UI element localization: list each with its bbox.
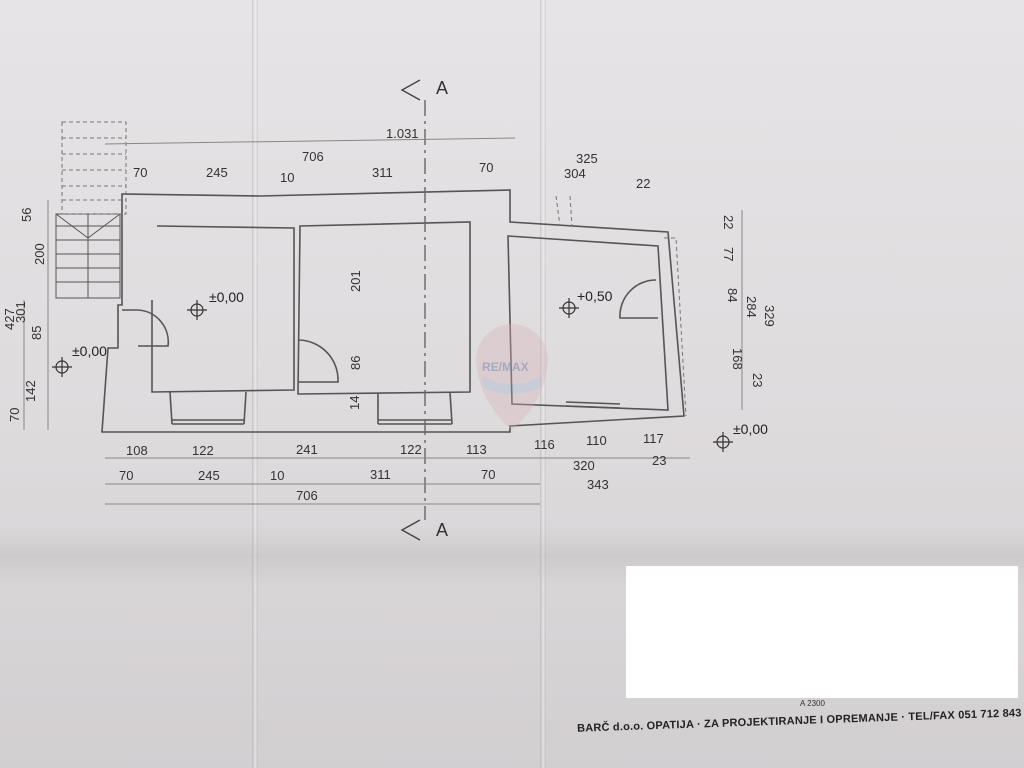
- dim-right: 23: [750, 373, 765, 388]
- room-3-walls: [507, 235, 669, 411]
- dim-top: 70: [133, 165, 148, 180]
- dim-bottom: 70: [481, 467, 496, 482]
- watermark-text: RE/MAX: [482, 360, 529, 374]
- dim-left: 85: [29, 325, 44, 340]
- dim-left: 70: [7, 407, 22, 422]
- level-label: +0,50: [577, 288, 613, 304]
- dim-bottom: 70: [119, 468, 134, 483]
- section-arrow-bottom: [400, 519, 421, 541]
- dim-bottom: 117: [643, 431, 664, 446]
- dim-bottom: 320: [573, 458, 595, 473]
- dim-top: 245: [206, 165, 228, 180]
- dim-bottom: 122: [192, 443, 214, 458]
- dim-top: 70: [479, 160, 494, 175]
- dim-bottom: 110: [586, 433, 607, 448]
- dim-overall-bottom: 706: [296, 488, 318, 503]
- dim-left: 200: [32, 243, 47, 265]
- dim-top-right: 304: [564, 166, 586, 181]
- section-arrow-top: [400, 79, 421, 101]
- dim-bottom: 311: [370, 467, 391, 482]
- building-outline: [101, 189, 685, 433]
- section-label-bottom: A: [436, 520, 449, 540]
- level-label: ±0,00: [72, 343, 107, 359]
- dim-right: 22: [721, 215, 736, 230]
- title-block-scale: A 2300: [800, 699, 825, 708]
- dim-left: 301: [13, 301, 28, 323]
- dim-bottom: 241: [296, 442, 318, 457]
- dim-bottom: 116: [534, 437, 555, 452]
- dim-right: 77: [721, 247, 736, 262]
- dim-inner: 201: [348, 270, 363, 292]
- level-label: ±0,00: [209, 289, 244, 305]
- redacted-title-block: [626, 566, 1018, 698]
- dim-overall-top: 706: [302, 149, 324, 164]
- dim-top: 311: [372, 165, 393, 180]
- section-label-top: A: [436, 78, 449, 98]
- dim-overall-total: 1.031: [386, 126, 419, 141]
- dim-bottom: 108: [126, 443, 148, 458]
- paper-fold: [252, 0, 258, 768]
- paper-fold: [540, 0, 546, 768]
- dim-bottom: 113: [466, 442, 487, 457]
- room-1-walls: [151, 225, 295, 393]
- dim-right: 168: [730, 348, 745, 370]
- dim-inner: 86: [348, 355, 363, 370]
- dim-bottom: 122: [400, 442, 422, 457]
- dim-top-right: 22: [636, 176, 651, 191]
- dim-bottom: 23: [652, 453, 667, 468]
- dim-top: 10: [280, 170, 295, 185]
- dim-right: 84: [725, 288, 740, 303]
- level-symbols: [52, 298, 733, 452]
- dim-top-right: 325: [576, 151, 598, 166]
- dim-bottom: 10: [270, 468, 285, 483]
- room-2-walls: [297, 221, 471, 395]
- dim-right: 284: [744, 296, 759, 318]
- dim-left: 142: [23, 380, 38, 402]
- dim-inner: 14: [347, 395, 362, 410]
- watermark-logo: [476, 324, 548, 430]
- dim-bottom: 343: [587, 477, 609, 492]
- level-label: ±0,00: [733, 421, 768, 437]
- dim-right: 329: [762, 305, 777, 327]
- dim-left: 56: [19, 207, 34, 222]
- dim-bottom: 245: [198, 468, 220, 483]
